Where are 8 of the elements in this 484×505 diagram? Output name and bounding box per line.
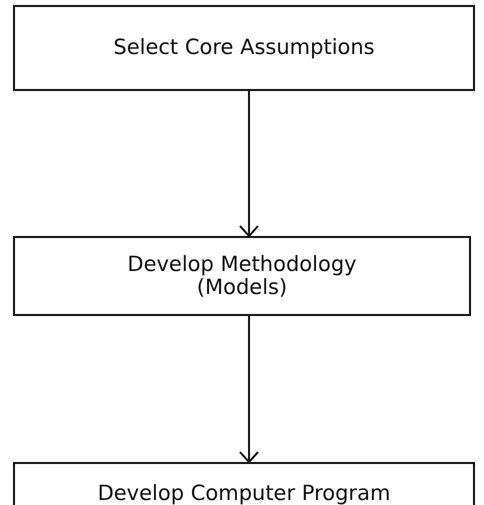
box-label: Develop Computer Program: [96, 482, 392, 505]
process-box: [13, 462, 475, 505]
arrow: [239, 91, 259, 237]
process-box: [13, 5, 475, 91]
box-label: Select Core Assumptions: [112, 36, 376, 60]
box-label: Develop Methodology (Models): [126, 252, 358, 300]
arrow: [239, 316, 259, 463]
process-box: [13, 236, 471, 316]
